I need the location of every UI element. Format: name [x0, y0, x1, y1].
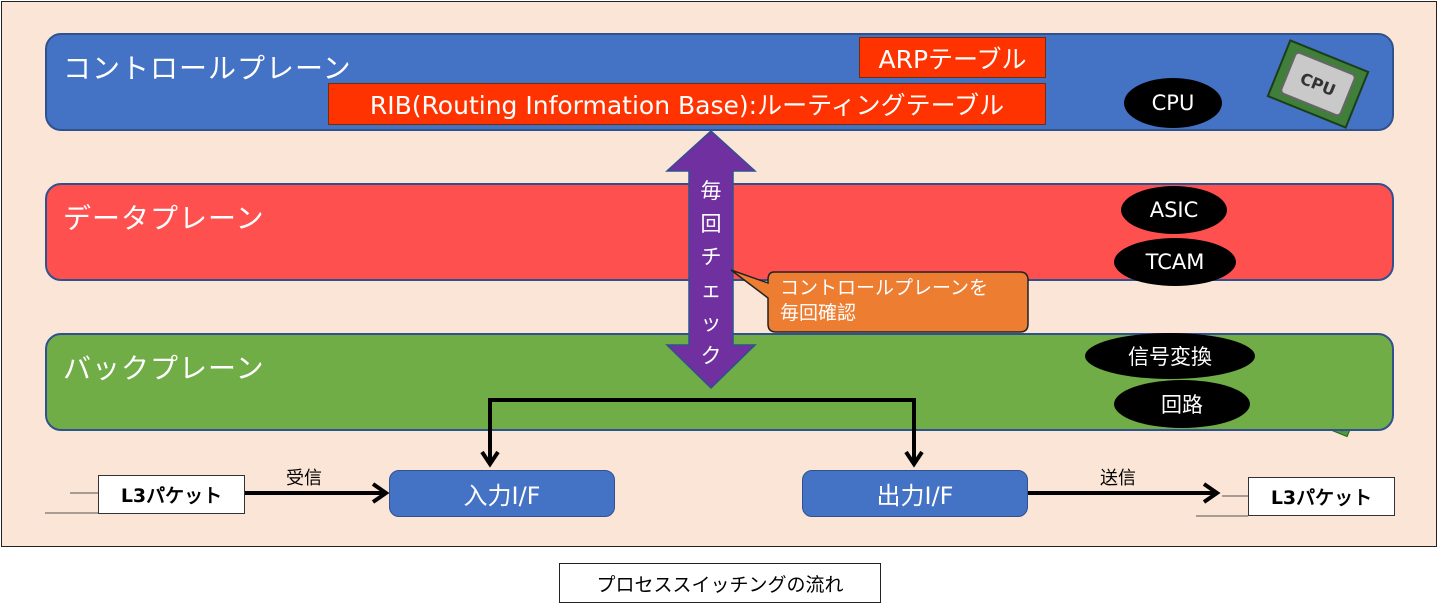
output-packet: L3パケット [1248, 477, 1395, 516]
input-interface: 入力I/F [389, 470, 615, 517]
receive-arrowhead [371, 482, 390, 504]
callout-line: 毎回確認 [780, 302, 857, 324]
check-char: 毎 [700, 179, 722, 203]
backplane-connector [488, 398, 916, 462]
arrowhead-output-if [904, 450, 924, 468]
input-packet: L3パケット [98, 475, 245, 514]
check-arrow-label: 毎 回 チ ェ ッ ク [696, 175, 726, 373]
send-label: 送信 [1100, 468, 1136, 489]
arp-table-box: ARPテーブル [859, 37, 1046, 78]
check-char: 回 [700, 212, 722, 236]
check-double-arrow [665, 129, 757, 390]
send-arrowhead [1202, 482, 1221, 504]
cpu-label: CPU [1124, 78, 1222, 128]
arrowhead-input-if [480, 450, 500, 468]
tcam-label: TCAM [1114, 238, 1236, 286]
back-plane-title: バックプレーン [63, 352, 265, 385]
asic-label: ASIC [1121, 186, 1227, 234]
check-char: ッ [700, 311, 722, 335]
output-interface: 出力I/F [802, 470, 1028, 517]
control-plane-title: コントロールプレーン [63, 52, 352, 85]
rib-table-box: RIB(Routing Information Base):ルーティングテーブル [328, 83, 1046, 125]
callout-bubble [730, 269, 1029, 333]
circuit-label: 回路 [1114, 380, 1250, 428]
check-char: チ [700, 245, 722, 269]
check-char: ェ [700, 278, 722, 302]
check-char: ク [700, 344, 722, 368]
diagram-caption: プロセススイッチングの流れ [559, 563, 881, 603]
callout-line: コントロールプレーンを [780, 277, 989, 299]
receive-label: 受信 [286, 468, 322, 489]
callout-text: コントロールプレーンを 毎回確認 [780, 276, 1030, 326]
data-plane-title: データプレーン [63, 202, 265, 235]
signal-conversion-label: 信号変換 [1085, 333, 1255, 379]
